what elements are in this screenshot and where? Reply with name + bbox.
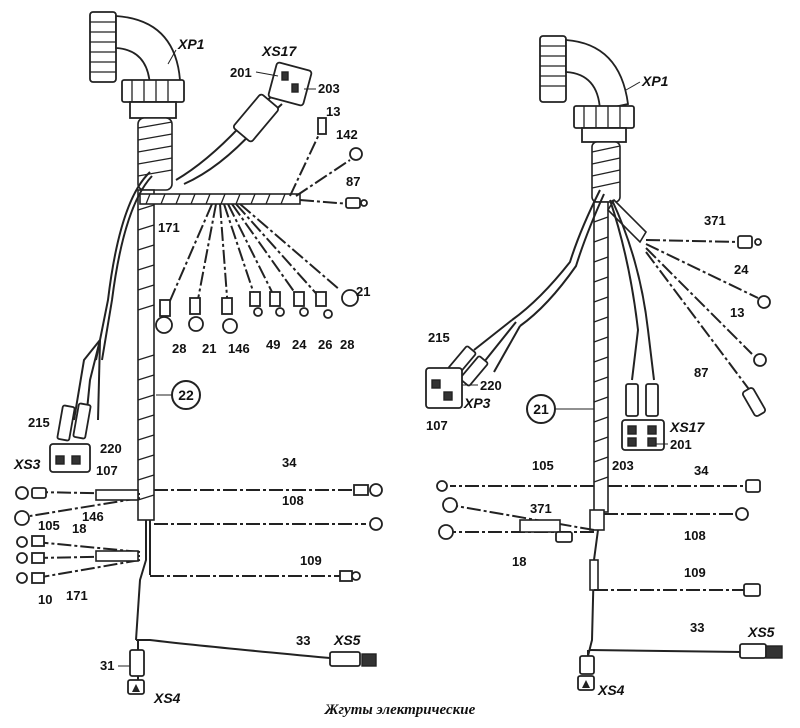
label-xs17-left: XS17 — [261, 43, 297, 59]
branch-band-left — [139, 193, 301, 205]
label-31-left: 31 — [100, 658, 114, 673]
harness-22-number: 22 — [178, 387, 194, 403]
label-201-right: 201 — [670, 437, 692, 452]
label-33-left: 33 — [296, 633, 310, 648]
label-87-right: 87 — [694, 365, 708, 380]
main-trunk-right — [587, 141, 621, 657]
label-xp1-left: XP1 — [177, 36, 205, 52]
label-171-top-left: 171 — [158, 220, 180, 235]
label-203-left: 203 — [318, 81, 340, 96]
diagram-caption: Жгуты электрические — [324, 702, 476, 718]
xp1-connector-left — [89, 11, 185, 119]
label-142-left: 142 — [336, 127, 358, 142]
upper-leads-left — [289, 117, 368, 209]
label-28-a-left: 28 — [172, 341, 186, 356]
label-105-left: 105 — [38, 518, 60, 533]
bottom-connectors-right — [577, 643, 783, 691]
xp1-connector-right — [539, 35, 635, 143]
label-10-left: 10 — [38, 592, 52, 607]
labels-right: XP1 371 24 13 87 215 220 XP3 107 XS17 20… — [426, 73, 775, 698]
label-24-left: 24 — [292, 337, 307, 352]
label-xs4-left: XS4 — [153, 690, 181, 706]
label-220-right: 220 — [480, 378, 502, 393]
harness-21-number: 21 — [533, 401, 549, 417]
label-87-left: 87 — [346, 174, 360, 189]
lower-leads-right — [436, 479, 761, 597]
label-26-left: 26 — [318, 337, 332, 352]
label-xp3-right: XP3 — [463, 395, 491, 411]
lower-left-leads — [14, 486, 141, 584]
xs17-branch-left — [175, 61, 313, 185]
label-34-right: 34 — [694, 463, 709, 478]
label-146-top-left: 146 — [228, 341, 250, 356]
label-21-right-left: 21 — [356, 284, 370, 299]
label-105-right: 105 — [532, 458, 554, 473]
label-xs3-left: XS3 — [13, 456, 41, 472]
label-109-left: 109 — [300, 553, 322, 568]
label-215-left: 215 — [28, 415, 50, 430]
lower-fan-leads-left — [155, 203, 359, 334]
harness-21: 21 XP1 371 24 — [425, 35, 783, 698]
label-xs4-right: XS4 — [597, 682, 625, 698]
label-34-left: 34 — [282, 455, 297, 470]
label-201-left: 201 — [230, 65, 252, 80]
label-18-right: 18 — [512, 554, 526, 569]
label-xs5-right: XS5 — [747, 624, 775, 640]
label-49-left: 49 — [266, 337, 280, 352]
label-xp1-right: XP1 — [641, 73, 669, 89]
harness-22-marker: 22 — [156, 380, 201, 410]
bottom-connectors-left — [127, 639, 377, 695]
label-33-right: 33 — [690, 620, 704, 635]
xp3-branch-right — [425, 189, 605, 409]
lower-right-leads-left — [150, 483, 383, 582]
harness-22: 22 X — [13, 11, 383, 706]
label-215-right: 215 — [428, 330, 450, 345]
label-146-left: 146 — [82, 509, 104, 524]
label-109-right: 109 — [684, 565, 706, 580]
label-24-right: 24 — [734, 262, 749, 277]
label-107-right: 107 — [426, 418, 448, 433]
label-28-b-left: 28 — [340, 337, 354, 352]
label-13-right: 13 — [730, 305, 744, 320]
label-xs5-left: XS5 — [333, 632, 361, 648]
xs3-branch-left — [49, 171, 153, 473]
label-203-right: 203 — [612, 458, 634, 473]
label-108-right: 108 — [684, 528, 706, 543]
xs17-branch-right — [609, 199, 665, 451]
main-trunk-left — [135, 117, 173, 641]
label-371-top-right: 371 — [704, 213, 726, 228]
label-171-left: 171 — [66, 588, 88, 603]
labels-left: XP1 XS17 201 203 13 142 87 171 21 28 21 … — [13, 36, 370, 706]
label-13-left: 13 — [326, 104, 340, 119]
label-108-left: 108 — [282, 493, 304, 508]
label-220-left: 220 — [100, 441, 122, 456]
label-107-left: 107 — [96, 463, 118, 478]
label-371-right: 371 — [530, 501, 552, 516]
label-xs17-right: XS17 — [669, 419, 705, 435]
label-18-left: 18 — [72, 521, 86, 536]
harness-21-marker: 21 — [526, 394, 594, 424]
label-21-left: 21 — [202, 341, 216, 356]
